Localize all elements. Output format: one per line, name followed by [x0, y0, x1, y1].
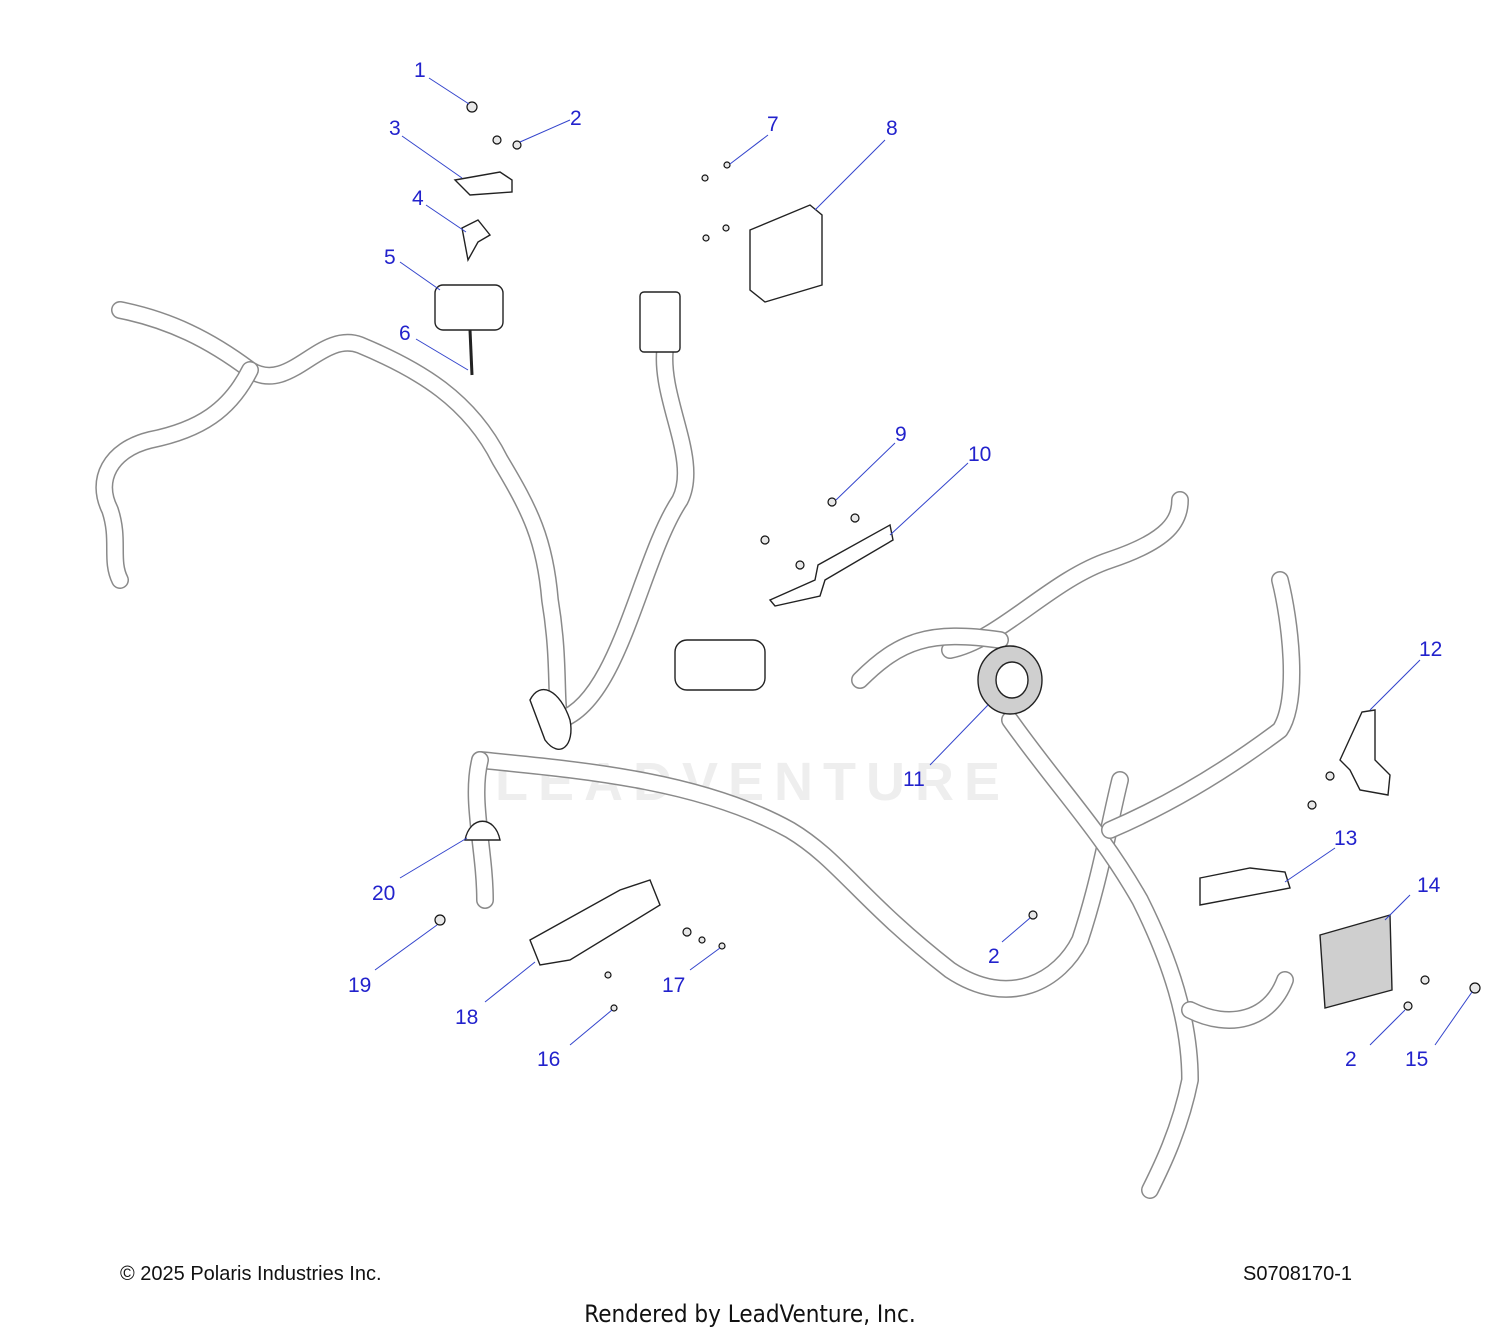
wiring-harness	[95, 301, 1301, 1199]
callout-20: 20	[372, 882, 395, 905]
callout-17: 17	[662, 974, 685, 997]
ecu-8	[749, 204, 823, 303]
leader-lines	[374, 77, 1473, 1046]
callout-16: 16	[537, 1048, 560, 1071]
callout-12: 12	[1419, 638, 1442, 661]
clip-4	[461, 219, 492, 263]
callout-4: 4	[412, 187, 424, 210]
copyright-text: © 2025 Polaris Industries Inc.	[120, 1263, 382, 1285]
callout-14: 14	[1417, 874, 1441, 897]
callout-10: 10	[968, 443, 991, 466]
callout-3: 3	[389, 117, 401, 140]
drawing-id: S0708170-1	[1243, 1263, 1352, 1285]
callout-6: 6	[399, 322, 411, 345]
pin-6	[468, 329, 474, 376]
relay-box-5	[434, 284, 504, 331]
screw-2a	[492, 135, 502, 145]
fuse-block-18	[529, 879, 661, 966]
callout-labels: 1 2 3 4 5 6 7 8 9 10 11 12 13 14 2 15 16…	[348, 59, 1442, 1071]
callout-1: 1	[414, 59, 426, 82]
grommet-20	[464, 820, 501, 841]
rendered-by-text: Rendered by LeadVenture, Inc.	[584, 1300, 916, 1328]
callout-9: 9	[895, 423, 907, 446]
callout-8: 8	[886, 117, 898, 140]
regulator-14	[1319, 914, 1393, 1009]
nut-1	[466, 101, 478, 113]
screw-2b	[512, 140, 522, 150]
callout-13: 13	[1334, 827, 1357, 850]
bracket-10	[768, 523, 894, 607]
part-art	[434, 101, 1481, 1012]
callout-19: 19	[348, 974, 371, 997]
connector-block	[639, 291, 681, 353]
bracket-3	[453, 171, 513, 196]
bracket-13	[1199, 867, 1291, 906]
callout-11: 11	[903, 768, 925, 791]
callout-2-harness: 2	[988, 945, 1000, 968]
callout-5: 5	[384, 246, 396, 269]
callout-2: 2	[570, 107, 582, 130]
bracket-12	[1339, 709, 1391, 796]
callout-15: 15	[1405, 1048, 1428, 1071]
callout-2-regulator: 2	[1345, 1048, 1357, 1071]
callout-7: 7	[767, 113, 779, 136]
callout-18: 18	[455, 1006, 478, 1029]
